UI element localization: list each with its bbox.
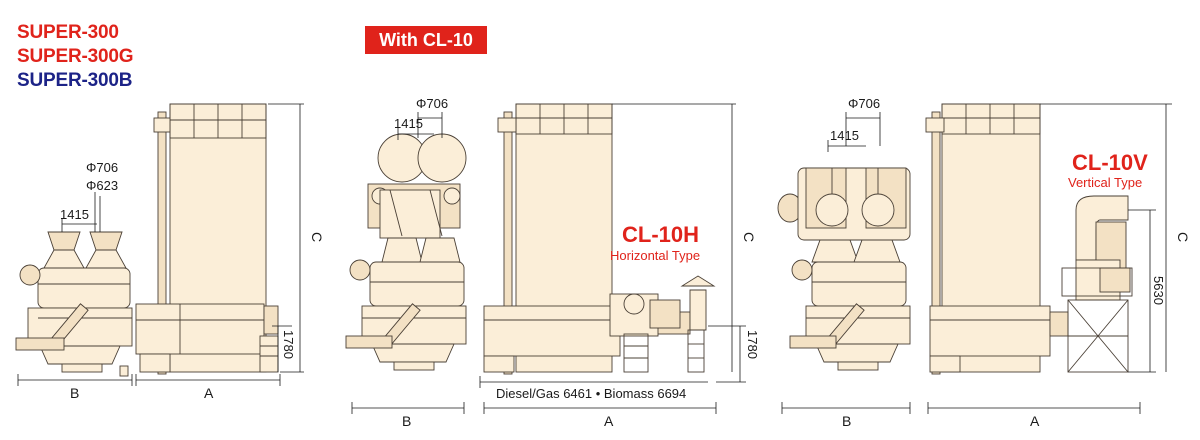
model-title-super-300: SUPER-300 bbox=[17, 22, 119, 43]
cl10v-title: CL-10V bbox=[1072, 150, 1148, 175]
c-label-1: C bbox=[309, 232, 325, 242]
d1780-label-1: 1780 bbox=[281, 330, 296, 359]
dryer-2-side-view bbox=[345, 133, 467, 371]
a-label-1: A bbox=[204, 385, 214, 401]
dryer-3-front-view bbox=[925, 103, 1133, 375]
vertical-type-label: Vertical Type bbox=[1068, 175, 1142, 190]
d1415-label-2: 1415 bbox=[394, 116, 423, 131]
dryer-1-dimensions bbox=[17, 103, 304, 386]
c-label-2: C bbox=[741, 232, 757, 242]
phi706-label-3: Φ706 bbox=[848, 96, 880, 111]
b-label-3: B bbox=[842, 413, 851, 429]
dryer-3-side-view bbox=[777, 167, 911, 371]
dryer-3-dimensions bbox=[781, 103, 1172, 414]
dryer-1-front-view bbox=[135, 103, 279, 375]
dryer-2-front-view bbox=[483, 103, 716, 375]
fuel-dimension-label: Diesel/Gas 6461 • Biomass 6694 bbox=[496, 386, 686, 401]
horizontal-type-label: Horizontal Type bbox=[610, 248, 700, 263]
phi706-label-1: Φ706 bbox=[86, 160, 118, 175]
c-label-3: C bbox=[1175, 232, 1191, 242]
d1415-label-3: 1415 bbox=[830, 128, 859, 143]
b-label-2: B bbox=[402, 413, 411, 429]
a-label-2: A bbox=[604, 413, 614, 429]
d1780-label-2: 1780 bbox=[745, 330, 760, 359]
phi623-label: Φ623 bbox=[86, 178, 118, 193]
d1415-label-1: 1415 bbox=[60, 207, 89, 222]
a-label-3: A bbox=[1030, 413, 1040, 429]
dryer-1-side-view bbox=[15, 231, 133, 377]
with-cl10-badge: With CL-10 bbox=[365, 26, 487, 54]
cl10h-title: CL-10H bbox=[622, 222, 699, 247]
d5630-label: 5630 bbox=[1151, 276, 1166, 305]
model-title-super-300g: SUPER-300G bbox=[17, 46, 134, 67]
model-title-super-300b: SUPER-300B bbox=[17, 70, 133, 91]
dryer-2-dimensions bbox=[351, 103, 746, 414]
phi706-label-2: Φ706 bbox=[416, 96, 448, 111]
b-label-1: B bbox=[70, 385, 79, 401]
